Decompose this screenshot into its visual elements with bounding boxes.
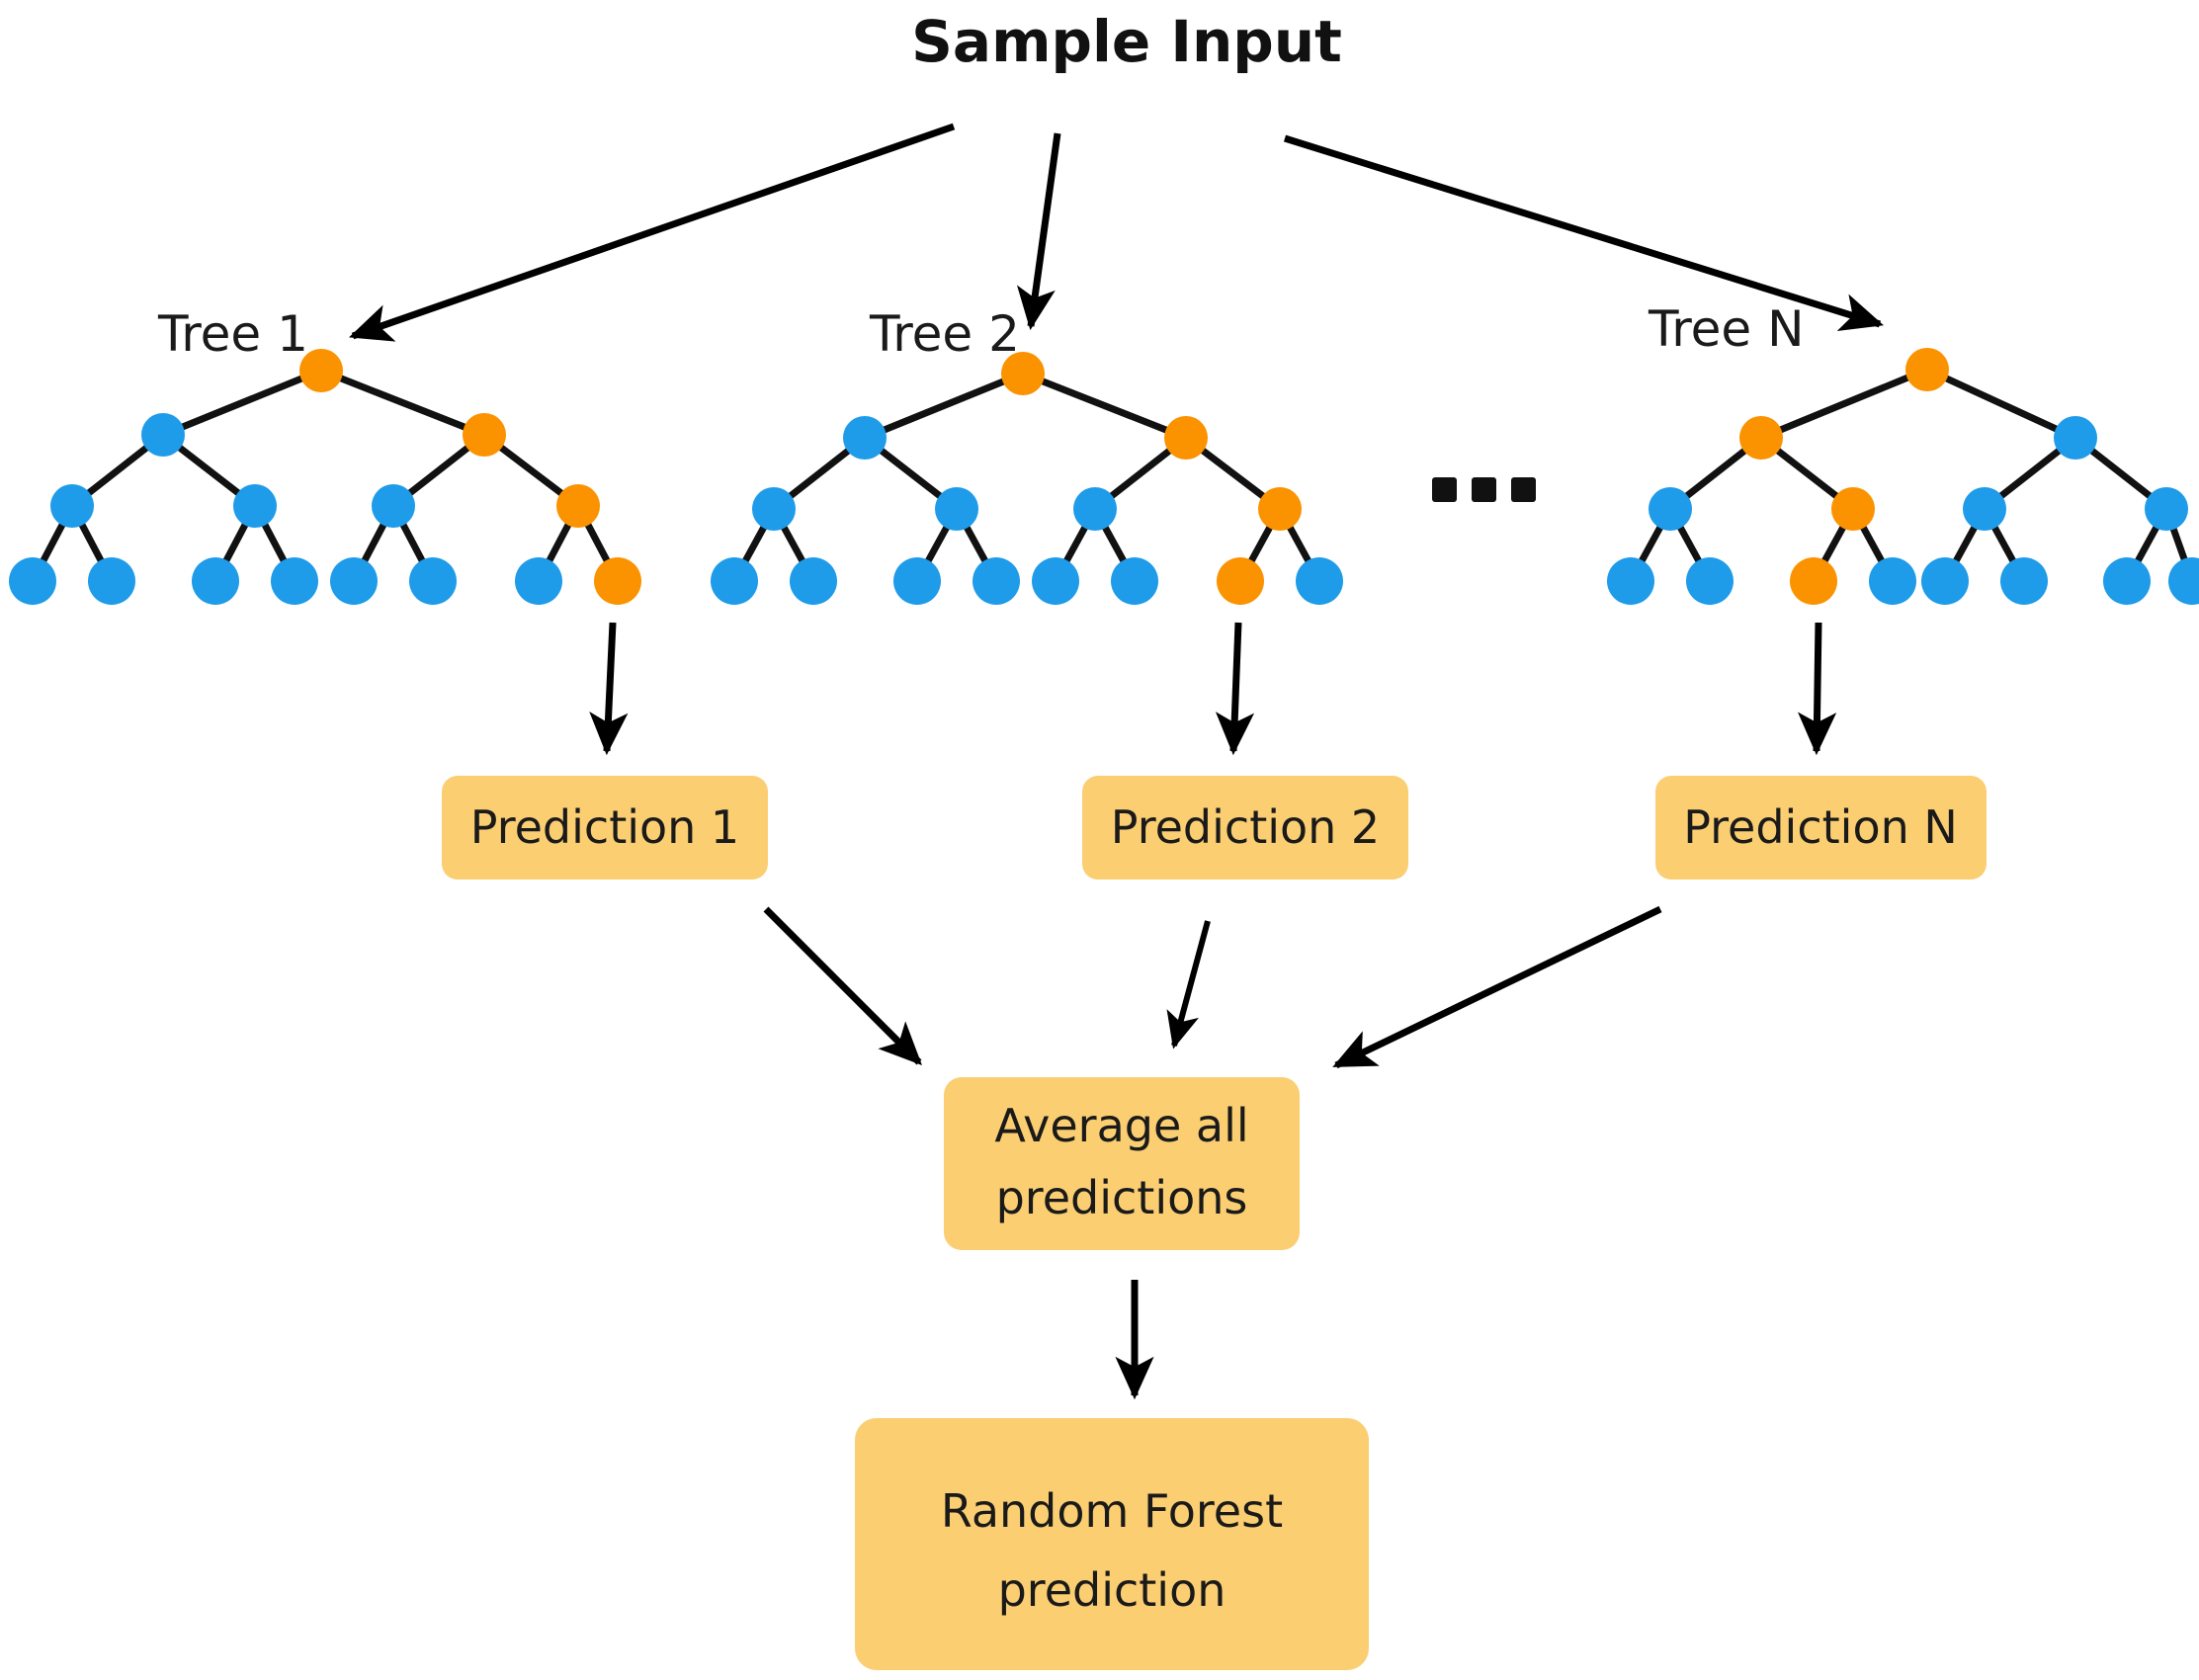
tree-1-leaf-5 <box>409 557 457 605</box>
tree-n-leaf-0 <box>1607 557 1654 605</box>
tree-2-root-node <box>1001 352 1045 395</box>
arrow-input-to-tree-2 <box>1016 132 1061 331</box>
tree-n-node-l2-0 <box>1649 487 1692 531</box>
tree-2-leaf-1 <box>790 557 837 605</box>
prediction-box-1-label: Prediction 1 <box>470 800 739 854</box>
tree-2-leaf-3 <box>973 557 1020 605</box>
arrow-tree-2-to-prediction-2 <box>1215 622 1255 756</box>
tree-1-label: Tree 1 <box>157 305 308 363</box>
prediction-box-n[interactable]: Prediction N <box>1655 776 1987 880</box>
tree-n-node-l2-1 <box>1831 487 1875 531</box>
average-box-line-2: predictions <box>996 1171 1248 1224</box>
tree-n-leaf-7 <box>2168 557 2199 605</box>
tree-1-leaf-0 <box>9 557 56 605</box>
prediction-box-2[interactable]: Prediction 2 <box>1082 776 1408 880</box>
arrow-prediction-1-to-average <box>763 906 922 1065</box>
tree-n-leaf-5 <box>2000 557 2048 605</box>
tree-2-leaf-0 <box>711 557 758 605</box>
page-title: Sample Input <box>911 8 1342 75</box>
tree-2-leaf-4 <box>1032 557 1079 605</box>
ellipsis-icon <box>1432 477 1536 502</box>
arrow-input-to-tree-1 <box>349 123 956 342</box>
tree-2-leaf-6-highlighted <box>1217 557 1264 605</box>
tree-n-leaf-4 <box>1921 557 1969 605</box>
tree-n-node-l1-0 <box>1739 416 1783 460</box>
tree-n-root-node <box>1905 348 1949 391</box>
tree-n-leaf-6 <box>2103 557 2151 605</box>
tree-n-group: Tree N <box>1607 300 2199 605</box>
tree-1-node-l2-1 <box>233 484 277 528</box>
tree-2-node-l2-0 <box>752 487 796 531</box>
tree-1-node-l2-0 <box>50 484 94 528</box>
tree-n-node-l2-3 <box>2145 487 2188 531</box>
tree-1-leaf-7-highlighted <box>594 557 641 605</box>
final-box-line-1: Random Forest <box>941 1484 1283 1538</box>
tree-1-node-l2-3 <box>556 484 600 528</box>
tree-2-leaf-2 <box>893 557 941 605</box>
tree-2-leaf-7 <box>1296 557 1343 605</box>
tree-1-leaf-3 <box>271 557 318 605</box>
leaf-to-prediction-arrows <box>589 622 1837 756</box>
tree-2-node-l2-2 <box>1073 487 1117 531</box>
input-to-trees-arrows <box>349 123 1885 342</box>
tree-1-leaf-2 <box>192 557 239 605</box>
average-predictions-box[interactable]: Average all predictions <box>944 1077 1300 1250</box>
tree-1-node-l1-0 <box>141 413 185 457</box>
arrow-input-to-tree-n <box>1283 134 1885 332</box>
tree-1-leaf-6 <box>515 557 562 605</box>
tree-n-leaf-1 <box>1686 557 1734 605</box>
arrow-prediction-2-to-average <box>1166 920 1211 1050</box>
tree-2-node-l2-3 <box>1258 487 1302 531</box>
prediction-box-1[interactable]: Prediction 1 <box>442 776 768 880</box>
tree-1-leaf-1 <box>88 557 135 605</box>
tree-n-label: Tree N <box>1648 300 1804 358</box>
tree-2-group: Tree 2 <box>711 305 1343 605</box>
tree-n-leaf-2-highlighted <box>1790 557 1837 605</box>
tree-1-node-l1-1 <box>463 413 506 457</box>
random-forest-prediction-box[interactable]: Random Forest prediction <box>855 1418 1369 1670</box>
tree-2-label: Tree 2 <box>869 305 1020 363</box>
prediction-box-n-label: Prediction N <box>1683 800 1958 854</box>
average-box-line-1: Average all <box>994 1099 1248 1152</box>
tree-n-node-l1-1 <box>2054 416 2097 460</box>
prediction-box-2-label: Prediction 2 <box>1111 800 1380 854</box>
tree-n-node-l2-2 <box>1963 487 2006 531</box>
tree-1-node-l2-2 <box>372 484 415 528</box>
arrow-tree-1-to-prediction-1 <box>589 622 629 756</box>
tree-1-leaf-4 <box>330 557 378 605</box>
arrow-tree-n-to-prediction-n <box>1798 622 1837 756</box>
tree-2-node-l2-1 <box>935 487 978 531</box>
prediction-to-average-arrows <box>763 905 1662 1069</box>
arrow-prediction-n-to-average <box>1332 905 1662 1069</box>
tree-n-leaf-3 <box>1869 557 1916 605</box>
tree-2-node-l1-0 <box>843 416 887 460</box>
tree-2-leaf-5 <box>1111 557 1158 605</box>
tree-2-node-l1-1 <box>1164 416 1208 460</box>
tree-1-group: Tree 1 <box>9 305 641 605</box>
tree-1-root-node <box>299 349 343 392</box>
final-box-line-2: prediction <box>998 1563 1226 1617</box>
